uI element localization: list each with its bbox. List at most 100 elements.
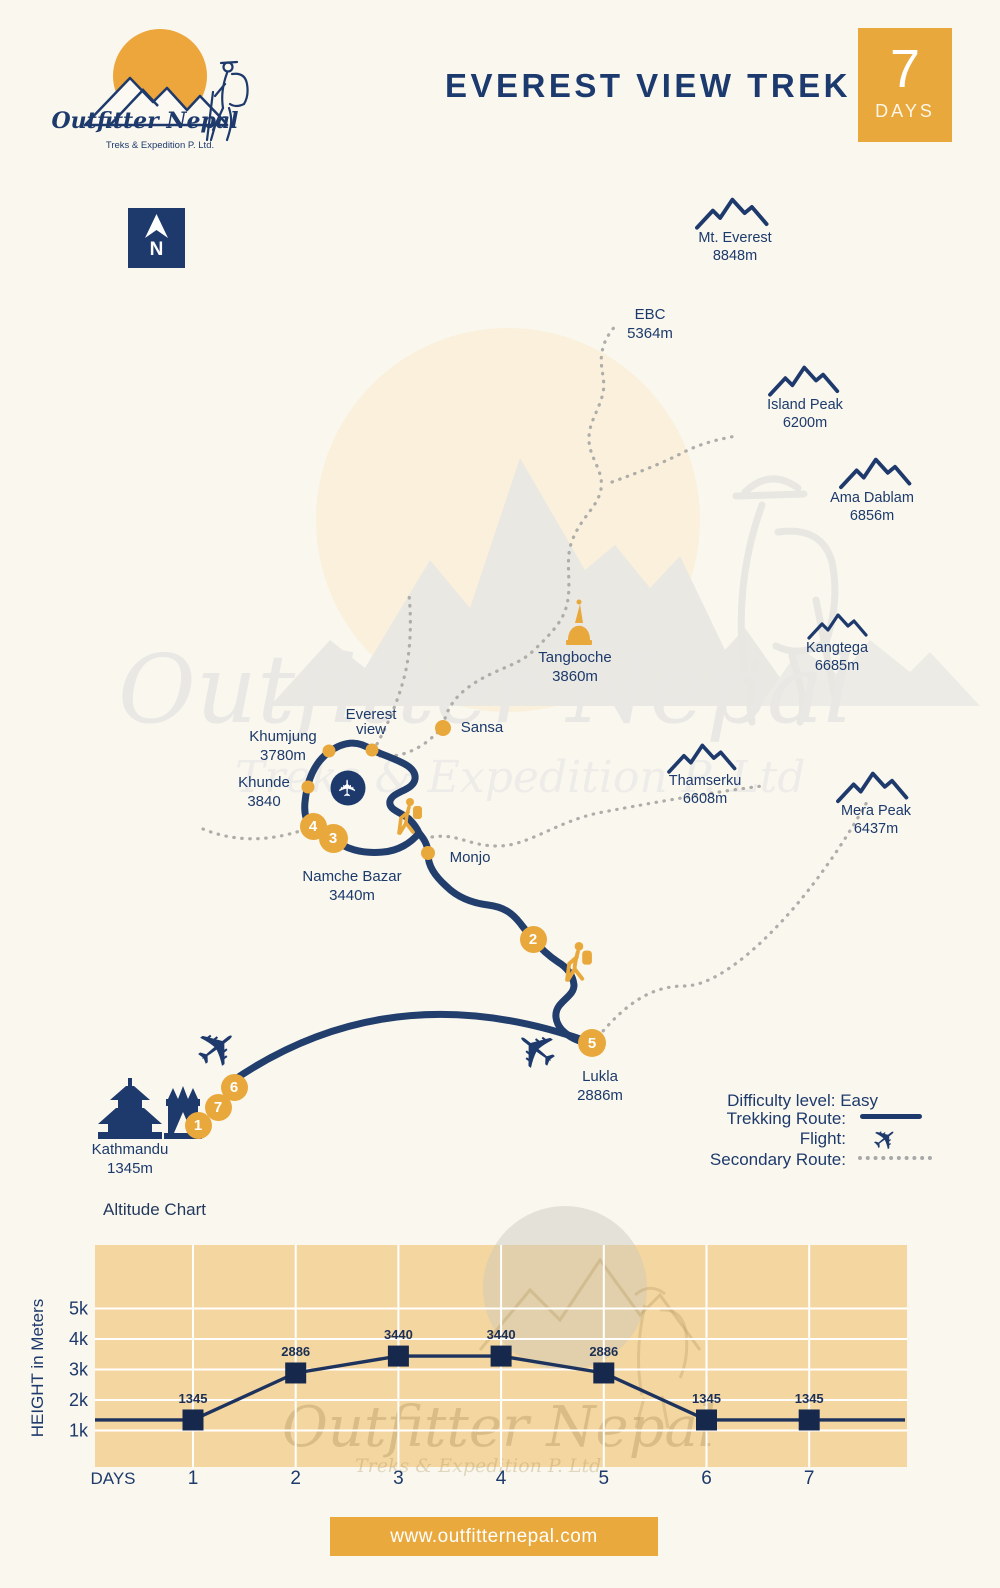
- chart-watermark: Outfitter Nepal Treks & Expedition P. Lt…: [282, 1206, 716, 1477]
- watermark-hiker: [732, 475, 840, 726]
- peak-label-ama-dablam: Ama Dablam 6856m: [830, 489, 914, 525]
- place-name: Khumjung: [249, 728, 317, 745]
- secondary-route-island-peak: [610, 434, 738, 484]
- day-marker-1: 1: [184, 1111, 212, 1139]
- ama-dablam-icon: [839, 457, 912, 490]
- day-marker-7: 7: [204, 1093, 232, 1121]
- day-marker-2: 2: [519, 925, 547, 953]
- watermark-tagline-text: Treks & Expedition P. Ltd: [235, 752, 805, 803]
- place-name: EBC: [634, 306, 666, 323]
- place-elevation: 2886m: [577, 1086, 623, 1104]
- day-marker-3: 3: [318, 823, 348, 853]
- north-compass: N: [128, 208, 185, 268]
- khunde-dot: [301, 780, 315, 794]
- secondary-route-sansa-link: [378, 726, 445, 758]
- svg-text:1k: 1k: [69, 1421, 89, 1441]
- svg-text:4k: 4k: [69, 1329, 89, 1349]
- place-elevation: 3780m: [260, 746, 306, 764]
- peak-label-mt-everest: Mt. Everest 8848m: [698, 229, 771, 265]
- place-label-ebc: EBC 5364m: [627, 306, 673, 344]
- place-label-lukla: Lukla 2886m: [577, 1068, 623, 1106]
- place-name: Monjo: [449, 849, 491, 866]
- peak-name: Mt. Everest: [698, 230, 772, 246]
- khumjung-dot: [322, 744, 336, 758]
- place-dots: [301, 720, 451, 860]
- svg-text:2886: 2886: [281, 1344, 310, 1359]
- watermark-brand-text: Outfitter Nepal: [118, 635, 854, 745]
- peak-elevation: 6608m: [682, 791, 728, 808]
- secondary-route-west: [201, 827, 308, 841]
- place-name-line2: view: [355, 721, 387, 739]
- logo-tagline-text: Treks & Expedition P. Ltd.: [105, 140, 215, 151]
- outfitter-nepal-logo: [83, 29, 249, 142]
- secondary-route-thamserku: [430, 784, 764, 848]
- place-label-khunde: Khunde 3840: [238, 774, 290, 812]
- peak-name: Mera Peak: [840, 803, 912, 819]
- peak-label-kangtega: Kangtega 6685m: [806, 639, 868, 675]
- peak-elevation: 8848m: [712, 248, 758, 265]
- svg-text:1345: 1345: [692, 1391, 721, 1406]
- svg-text:2: 2: [290, 1468, 301, 1489]
- day-number: 5: [587, 1034, 597, 1052]
- peak-elevation: 6685m: [814, 658, 860, 675]
- svg-text:3440: 3440: [487, 1327, 516, 1342]
- logo-brand-text: Outfitter Nepal: [51, 108, 239, 134]
- svg-text:2886: 2886: [589, 1344, 618, 1359]
- place-elevation: 3440m: [329, 886, 375, 904]
- watermark-mountains: [270, 458, 800, 706]
- svg-text:1: 1: [188, 1468, 199, 1489]
- compass-n-label: N: [149, 239, 164, 260]
- secondary-routes: [201, 321, 870, 1039]
- hiker-icon-khumjung: [397, 798, 422, 835]
- peak-elevation: 6856m: [849, 508, 895, 525]
- altitude-chart-ylabel: HEIGHT in Meters: [28, 1298, 47, 1438]
- airplane-icon-loop: ✈: [334, 778, 361, 798]
- place-name: Khunde: [238, 774, 290, 791]
- footer-bar: www.outfitternepal.com: [330, 1517, 658, 1556]
- page-title: EVEREST VIEW TREK: [444, 67, 852, 104]
- peak-name: Kangtega: [805, 640, 869, 656]
- map-watermark: Outfitter Nepal Treks & Expedition P. Lt…: [118, 328, 980, 803]
- peak-elevation: 6200m: [782, 415, 828, 432]
- day-number: 3: [328, 829, 338, 847]
- stupa-icon: [566, 599, 592, 645]
- place-elevation: 5364m: [627, 324, 673, 342]
- sansa-dot: [435, 720, 451, 736]
- peak-label-island-peak: Island Peak 6200m: [767, 396, 843, 432]
- svg-text:7: 7: [804, 1468, 815, 1489]
- place-name: Lukla: [582, 1068, 618, 1085]
- legend-difficulty: Difficulty level: Easy: [727, 1091, 878, 1110]
- days-badge-number: 7: [889, 39, 921, 99]
- place-label-tangboche: Tangboche 3860m: [538, 649, 611, 687]
- peak-name: Island Peak: [767, 397, 843, 413]
- logo-ridge: [109, 88, 159, 126]
- secondary-route-ebc: [441, 321, 619, 728]
- hiker-icon-lukla: [565, 942, 592, 982]
- everest-view-dot: [365, 743, 379, 757]
- airport-circle: [330, 770, 366, 806]
- peak-name: Thamserku: [668, 773, 742, 789]
- monjo-dot: [421, 846, 435, 860]
- peak-label-thamserku: Thamserku 6608m: [669, 772, 742, 808]
- svg-text:DAYS: DAYS: [90, 1469, 135, 1488]
- day-number: 2: [528, 930, 538, 948]
- place-name: Tangboche: [538, 649, 612, 666]
- day-number: 6: [229, 1078, 239, 1096]
- secondary-route-north-branch: [375, 593, 412, 746]
- footer-url[interactable]: www.outfitternepal.com: [390, 1525, 598, 1547]
- svg-text:5k: 5k: [69, 1299, 89, 1319]
- mt-everest-icon: [695, 197, 769, 230]
- secondary-route-mera-peak: [596, 798, 870, 1039]
- place-elevation: 3860m: [552, 667, 598, 685]
- logo-hiker: [205, 60, 249, 142]
- watermark-mountains-right: [760, 640, 980, 706]
- legend-trekking-route-label: Trekking Route:: [726, 1109, 846, 1128]
- place-label-khumjung: Khumjung 3780m: [249, 728, 317, 766]
- day-number: 1: [193, 1116, 203, 1134]
- peak-name: Ama Dablam: [830, 490, 914, 506]
- place-label-monjo: Monjo: [450, 849, 491, 868]
- days-badge-label: DAYS: [875, 101, 935, 121]
- mera-peak-icon: [836, 771, 909, 804]
- svg-text:3440: 3440: [384, 1327, 413, 1342]
